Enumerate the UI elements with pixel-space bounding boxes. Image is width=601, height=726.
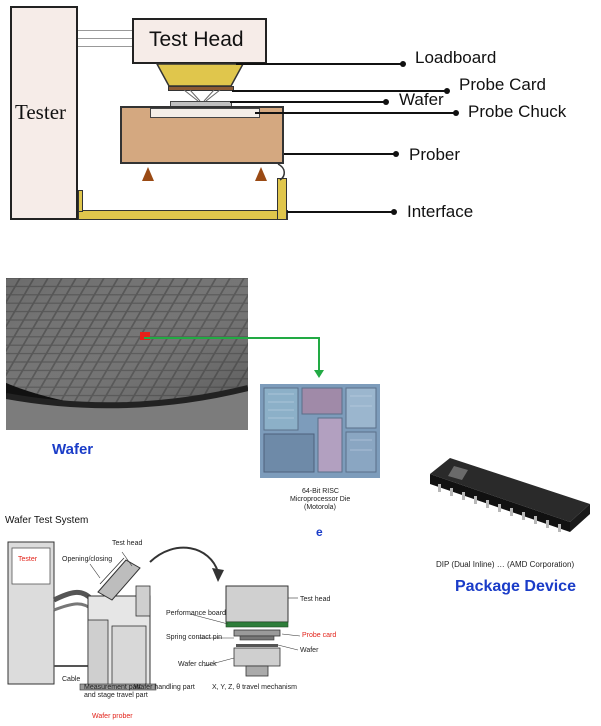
callout-dot: [391, 209, 397, 215]
interface-post-left: [78, 190, 83, 212]
probe-card-shape: [168, 86, 234, 91]
prober-foot-icon: [142, 167, 154, 181]
tester-label: Tester: [15, 100, 67, 124]
wts-xyz-mechanism: X, Y, Z, θ travel mechanism: [212, 684, 297, 691]
wafer-caption: Wafer: [52, 441, 94, 458]
die-art: [260, 384, 380, 478]
highlighted-die: [140, 332, 150, 340]
callout-dot: [400, 61, 406, 67]
callout-dot: [453, 110, 459, 116]
cable-line: [78, 46, 133, 47]
die-caption-1: 64-Bit RISC: [302, 488, 339, 495]
package-caption-small: DIP (Dual Inline) … (AMD Corporation): [436, 560, 575, 569]
die-caption-2: Microprocessor Die: [290, 496, 351, 503]
wafer-photo: [6, 278, 248, 430]
callout-wafer: Wafer: [399, 90, 444, 109]
die-caption-3: (Motorola): [304, 504, 336, 511]
callout-line-prober: [284, 153, 395, 155]
wafer-photo-art: [6, 278, 248, 430]
test-head-box: [132, 18, 267, 64]
callout-dot: [393, 151, 399, 157]
die-caption-fragment: e: [316, 525, 323, 539]
package-caption: Package Device: [455, 578, 576, 595]
wts-opening-closing: Opening/closing: [62, 556, 113, 563]
wts-performance-board: Performance board: [166, 610, 226, 617]
wts-test-head-right: Test head: [300, 596, 331, 603]
callout-loadboard: Loadboard: [415, 48, 497, 67]
tester-cabinet: [10, 6, 78, 220]
probe-needles: [183, 90, 221, 102]
wafer-test-system-title: Wafer Test System: [5, 515, 89, 526]
cable-line: [78, 38, 133, 39]
callout-dot: [383, 99, 389, 105]
prober-foot-icon: [255, 167, 267, 181]
callout-probe-chuck: Probe Chuck: [468, 102, 567, 121]
wts-tester: Tester: [18, 556, 38, 563]
wts-wafer-handling: Wafer handling part: [134, 684, 195, 691]
package-device-chip: [430, 458, 590, 532]
wts-cable: Cable: [62, 676, 81, 683]
callout-prober: Prober: [409, 145, 461, 164]
callout-line-probe-chuck: [255, 112, 455, 114]
callout-line-interface: [287, 211, 393, 213]
callout-line-wafer: [230, 101, 385, 103]
zoom-arrow: [144, 337, 324, 378]
wts-wafer-prober: Wafer prober: [92, 713, 133, 720]
wts-wafer-chuck: Wafer chuck: [178, 661, 217, 668]
callout-line-probe-card: [232, 90, 446, 92]
wts-probe-card: Probe card: [302, 632, 337, 639]
callout-dot: [444, 88, 450, 94]
callout-line-loadboard: [236, 63, 402, 65]
probe-chuck-shape: [150, 108, 260, 118]
wts-stage-travel: and stage travel part: [84, 692, 148, 699]
microprocessor-die: [260, 384, 380, 478]
test-head-label: Test Head: [149, 28, 244, 51]
callout-probe-card: Probe Card: [459, 75, 546, 94]
wts-test-head: Test head: [112, 540, 143, 547]
cable-line: [78, 30, 133, 31]
wts-spring-contact: Spring contact pin: [166, 634, 223, 641]
interface-post: [277, 178, 287, 220]
wts-measurement-part: Measurement part: [84, 684, 141, 691]
callout-interface: Interface: [407, 202, 474, 221]
interface-cable: [277, 163, 285, 181]
wafer-test-system-drawing: [7, 541, 301, 691]
interface-base: [78, 210, 288, 220]
wts-wafer: Wafer: [300, 647, 319, 654]
